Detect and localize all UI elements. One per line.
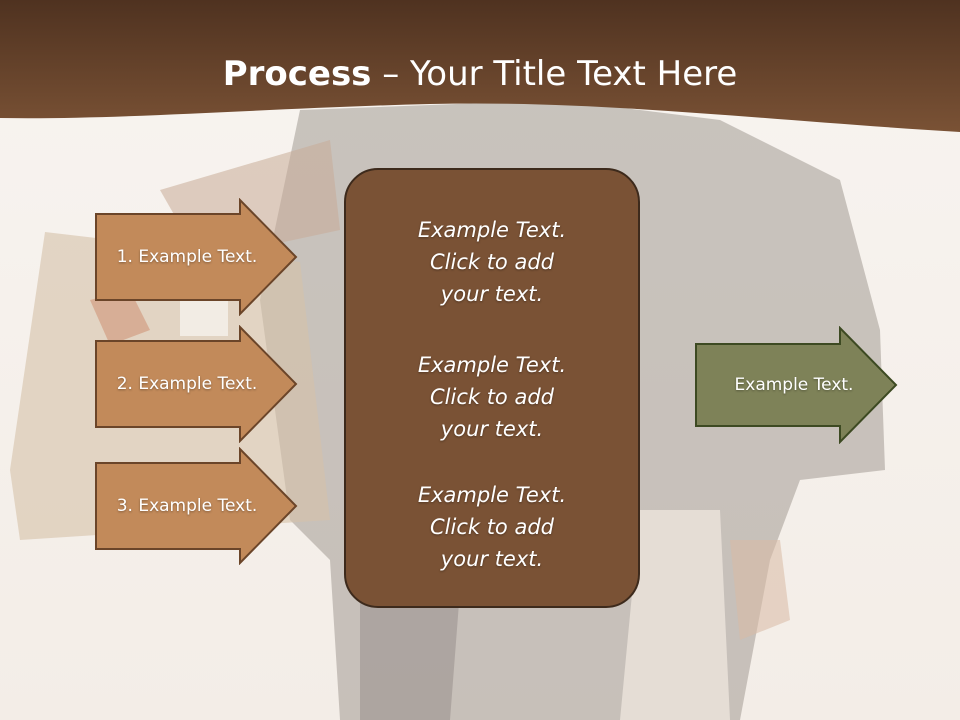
center-item-1-line3: your text.	[440, 282, 544, 306]
center-item-2-line1: Example Text.	[417, 353, 567, 377]
arrow-shape-icon	[95, 325, 298, 443]
center-item-3-line1: Example Text.	[417, 483, 567, 507]
center-item-3: Example Text. Click to add your text.	[346, 479, 638, 575]
left-arrow-2[interactable]: 2. Example Text.	[94, 325, 300, 443]
arrow-shape-icon	[695, 326, 898, 444]
left-arrow-2-label: 2. Example Text.	[116, 374, 258, 394]
center-item-3-line2: Click to add	[429, 515, 554, 539]
left-arrow-3[interactable]: 3. Example Text.	[94, 447, 300, 565]
arrow-shape-icon	[95, 198, 298, 316]
left-arrow-1[interactable]: 1. Example Text.	[94, 198, 300, 316]
center-text-box[interactable]: Example Text. Click to add your text. Ex…	[344, 168, 640, 608]
arrow-shape-icon	[95, 447, 298, 565]
center-item-2-line3: your text.	[440, 417, 544, 441]
right-arrow[interactable]: Example Text.	[694, 326, 900, 444]
center-item-2-line2: Click to add	[429, 385, 554, 409]
page-title: Process – Your Title Text Here	[0, 52, 960, 96]
right-arrow-label: Example Text.	[734, 375, 854, 395]
center-item-1: Example Text. Click to add your text.	[346, 214, 638, 310]
left-arrow-3-label: 3. Example Text.	[116, 496, 258, 516]
title-rest: – Your Title Text Here	[371, 54, 738, 94]
center-item-1-line1: Example Text.	[417, 218, 567, 242]
center-item-2: Example Text. Click to add your text.	[346, 349, 638, 445]
left-arrow-1-label: 1. Example Text.	[116, 247, 258, 267]
title-bold: Process	[222, 54, 372, 94]
center-item-3-line3: your text.	[440, 547, 544, 571]
center-item-1-line2: Click to add	[429, 250, 554, 274]
header-band	[0, 0, 960, 132]
